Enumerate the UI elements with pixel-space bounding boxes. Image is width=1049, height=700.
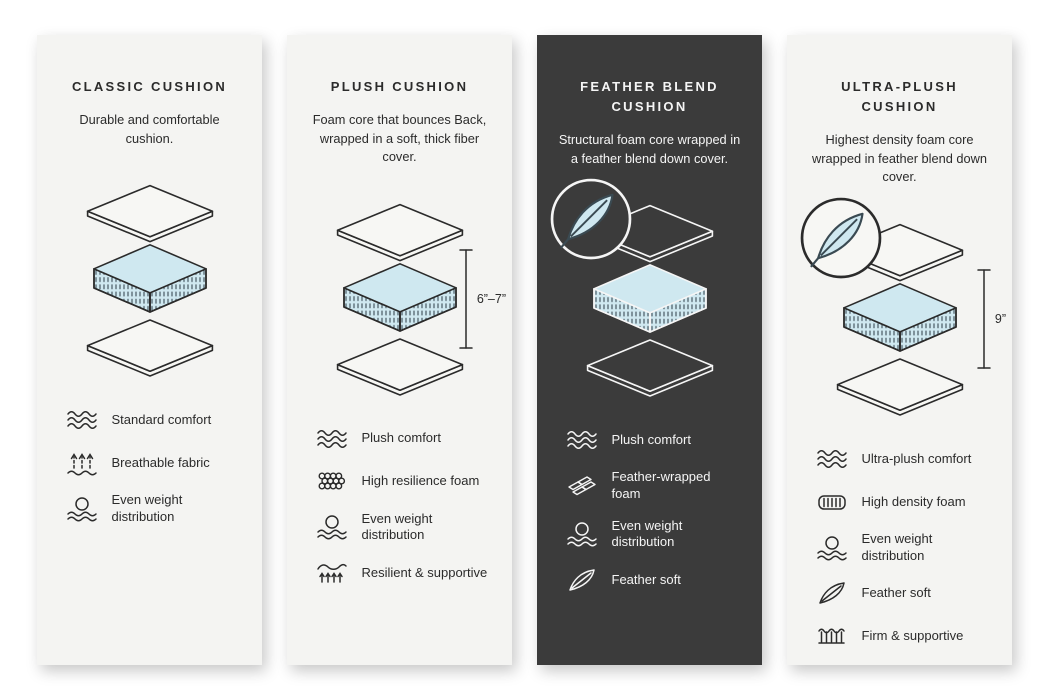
card-ultra-plush-cushion: ULTRA-PLUSH CUSHION Highest density foam… [787, 35, 1012, 665]
feature-label: High density foam [861, 493, 966, 509]
cushion-illustration [555, 202, 744, 398]
waves-icon [315, 425, 349, 453]
feature-row: Even weight distribution [815, 531, 991, 564]
waves-icon [815, 445, 849, 473]
height-measurement: 6”–7” [459, 247, 506, 351]
feature-label: High resilience foam [361, 473, 480, 489]
even-weight-distribution-icon [315, 513, 349, 541]
feature-label: Plush comfort [361, 430, 441, 446]
waves-icon [65, 406, 99, 434]
height-measurement: 9” [977, 267, 1006, 371]
feature-label: Feather soft [611, 571, 681, 587]
feather-icon [565, 566, 599, 594]
feature-row: High density foam [815, 488, 991, 516]
feature-row: Even weight distribution [315, 511, 491, 544]
card-description: Highest density foam core wrapped in fea… [811, 132, 987, 185]
feather-icon [815, 579, 849, 607]
even-weight-distribution-icon [815, 534, 849, 562]
feature-label: Firm & supportive [861, 627, 964, 643]
feature-list: Plush comfort High resilience foam Even … [309, 425, 491, 587]
card-description: Structural foam core wrapped in a feathe… [558, 132, 741, 166]
feature-label: Breathable fabric [111, 454, 210, 470]
even-weight-distribution-icon [565, 520, 599, 548]
card-classic-cushion: CLASSIC CUSHION Durable and comfortable … [37, 35, 262, 665]
card-title: ULTRA-PLUSH CUSHION [841, 79, 958, 115]
high-density-foam-icon [815, 488, 849, 516]
card-title: PLUSH CUSHION [330, 79, 469, 94]
feature-row: Plush comfort [315, 425, 491, 453]
measurement-label: 6”–7” [476, 291, 506, 306]
feather-wrapped-foam-icon [565, 472, 599, 500]
card-plush-cushion: PLUSH CUSHION Foam core that bounces Bac… [287, 35, 512, 665]
breathable-fabric-icon [65, 449, 99, 477]
feature-row: Plush comfort [565, 426, 741, 454]
card-description: Durable and comfortable cushion. [79, 112, 220, 146]
feature-list: Ultra-plush comfort High density foam Ev… [809, 445, 991, 650]
feature-label: Plush comfort [611, 432, 691, 448]
feature-row: Feather soft [565, 566, 741, 594]
feature-row: Feather soft [815, 579, 991, 607]
feature-label: Even weight distribution [111, 492, 183, 524]
feather-badge-icon [548, 176, 634, 262]
high-resilience-foam-icon [315, 468, 349, 496]
feature-label: Feather soft [861, 584, 931, 600]
feature-row: Breathable fabric [65, 449, 241, 477]
feature-label: Feather-wrapped foam [611, 469, 711, 501]
card-feather-blend-cushion: FEATHER BLEND CUSHION Structural foam co… [537, 35, 762, 665]
firm-supportive-icon [815, 622, 849, 650]
feature-row: Ultra-plush comfort [815, 445, 991, 473]
feather-badge-icon [798, 195, 884, 281]
resilient-supportive-icon [315, 559, 349, 587]
measurement-label: 9” [994, 311, 1006, 326]
cushion-illustration [55, 182, 244, 378]
feature-row: High resilience foam [315, 468, 491, 496]
feature-row: Standard comfort [65, 406, 241, 434]
feature-row: Even weight distribution [65, 492, 241, 525]
feature-list: Standard comfort Breathable fabric Even … [59, 406, 241, 525]
feature-label: Even weight distribution [611, 517, 683, 550]
card-title: CLASSIC CUSHION [71, 79, 228, 94]
feature-label: Ultra-plush comfort [861, 450, 972, 466]
feature-label: Even weight distribution [861, 530, 933, 563]
feature-label: Even weight distribution [361, 510, 433, 543]
even-weight-distribution-icon [65, 495, 99, 523]
cushion-layers-diagram [70, 182, 230, 378]
feature-row: Resilient & supportive [315, 559, 491, 587]
card-description: Foam core that bounces Back, wrapped in … [312, 112, 487, 165]
feature-list: Plush comfort Feather-wrapped foam Even … [559, 426, 741, 594]
waves-icon [565, 426, 599, 454]
feature-row: Feather-wrapped foam [565, 469, 741, 502]
feature-label: Resilient & supportive [361, 564, 488, 580]
cushion-illustration: 6”–7” [305, 201, 506, 397]
feature-label: Standard comfort [111, 411, 212, 427]
feature-row: Even weight distribution [565, 518, 741, 551]
card-title: FEATHER BLEND CUSHION [580, 79, 719, 115]
measure-line-icon [459, 247, 473, 351]
measure-line-icon [977, 267, 991, 371]
cushion-layers-diagram [320, 201, 480, 397]
feature-row: Firm & supportive [815, 622, 991, 650]
cushion-illustration: 9” [805, 221, 1006, 417]
